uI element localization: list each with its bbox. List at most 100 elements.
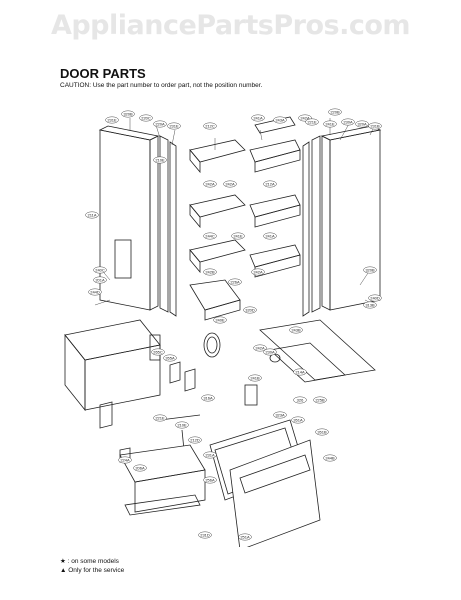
callout-231e: 231E: [105, 116, 119, 124]
callout-label: 244B: [325, 455, 335, 460]
callout-label: 242A: [253, 269, 263, 274]
callout-label: 256A: [205, 477, 215, 482]
callout-211a: 211A: [85, 211, 99, 219]
callout-241a: 241A: [251, 114, 265, 122]
callout-316a: 316A: [201, 394, 215, 402]
callout-label: 320B: [123, 111, 133, 116]
right-dispenser-assembly: [244, 319, 376, 406]
callout-241b: 241B: [248, 374, 262, 382]
callout-label: 230A: [343, 119, 353, 124]
callout-242a: 242A: [223, 180, 237, 188]
callout-212d: 212D: [188, 436, 202, 444]
callout-220a: 220A: [153, 120, 167, 128]
callout-label: 212D: [190, 437, 200, 442]
callout-221e: 221E: [305, 118, 319, 126]
callout-220c: 220C: [139, 114, 153, 122]
callout-210e: 210E: [153, 156, 167, 164]
lower-left-trays: [119, 444, 206, 516]
callout-label: 242A: [255, 345, 265, 350]
callout-label: 221E: [307, 119, 317, 124]
callout-label: 320A: [357, 121, 367, 126]
legend-only-for-service: ▲ Only for the service: [60, 567, 125, 574]
callout-244b: 244B: [323, 454, 337, 462]
callout-320b: 320B: [121, 110, 135, 118]
callout-label: 241A: [265, 233, 275, 238]
callout-label: 313B: [365, 302, 375, 307]
callout-326: 326: [293, 396, 307, 404]
callout-256a: 256A: [203, 476, 217, 484]
callout-320d: 320D: [243, 306, 257, 314]
callout-label: 320B: [365, 267, 375, 272]
callout-label: 220A: [155, 121, 165, 126]
callout-212a: 212A: [263, 180, 277, 188]
callout-label: 225B: [315, 397, 325, 402]
left-door-bins: [189, 139, 246, 274]
callout-label: 241E: [233, 233, 243, 238]
callout-label: 231B: [370, 123, 380, 128]
callout-label: 221E: [155, 415, 165, 420]
callout-label: 244D: [90, 289, 100, 294]
left-door-panel: [98, 125, 177, 317]
callout-label: 240D: [370, 295, 380, 300]
callout-label: 212A: [265, 181, 275, 186]
callout-label: 212C: [205, 123, 215, 128]
callout-label: 241B: [250, 375, 260, 380]
caution-note: CAUTION: Use the part number to order pa…: [60, 82, 263, 89]
legend-on-some-models: ★ : on some models: [60, 558, 119, 565]
callout-label: 242A: [205, 181, 215, 186]
callout-206a: 206A: [133, 464, 147, 472]
callout-265a: 265A: [163, 354, 177, 362]
callout-label: 261B: [317, 429, 327, 434]
callout-label: 244C: [205, 233, 215, 238]
callout-251a: 251A: [238, 533, 252, 541]
callout-label: 241E: [325, 121, 335, 126]
center-bracket: [189, 279, 241, 321]
callout-201a: 201A: [93, 276, 107, 284]
callout-224a: 224A: [118, 456, 132, 464]
exploded-parts-diagram: 320B231E220C220A231E241A243A242A220B221E…: [64, 108, 382, 547]
callout-label: 220B: [330, 109, 340, 114]
callout-label: 230A: [265, 349, 275, 354]
watermark-text: AppliancePartsPros.com: [50, 10, 411, 41]
callout-label: 231E: [107, 117, 117, 122]
callout-221e: 221E: [153, 414, 167, 422]
callout-242a: 242A: [203, 180, 217, 188]
callout-label: 214A: [295, 369, 305, 374]
lower-door-frame: [209, 419, 321, 547]
callout-label: 316A: [203, 395, 213, 400]
callout-242a: 242A: [253, 344, 267, 352]
callout-220b: 220B: [328, 108, 342, 116]
callout-label: 241A: [253, 115, 263, 120]
callout-323a: 323A: [273, 411, 287, 419]
left-dispenser-assembly: [64, 319, 196, 429]
callout-label: 251A: [240, 534, 250, 539]
callout-label: 201A: [95, 277, 105, 282]
callout-label: 220C: [141, 115, 151, 120]
callout-230a: 230A: [263, 348, 277, 356]
callout-214a: 214A: [293, 368, 307, 376]
callout-241e: 241E: [231, 232, 245, 240]
callout-242a: 242A: [251, 268, 265, 276]
callout-label: 326: [297, 397, 304, 402]
callout-label: 242A: [300, 115, 310, 120]
callout-label: 206A: [135, 465, 145, 470]
callout-261a: 261A: [291, 416, 305, 424]
callout-320a: 320A: [355, 120, 369, 128]
callout-label: 323A: [275, 412, 285, 417]
callout-231e: 231E: [167, 122, 181, 130]
callout-244c: 244C: [203, 232, 217, 240]
callout-label: 261A: [293, 417, 303, 422]
callout-label: 243B: [291, 327, 301, 332]
callout-label: 242A: [225, 181, 235, 186]
callout-243a: 243A: [273, 116, 287, 124]
callout-241e: 241E: [323, 120, 337, 128]
callout-240d: 240D: [368, 294, 382, 302]
callout-label: 265C: [153, 349, 163, 354]
callout-label: 224A: [120, 457, 130, 462]
callout-265c: 265C: [151, 348, 165, 356]
callout-label: 242B: [205, 269, 215, 274]
callout-230a: 230A: [341, 118, 355, 126]
callout-320b: 320B: [363, 266, 377, 274]
callout-242b: 242B: [203, 268, 217, 276]
